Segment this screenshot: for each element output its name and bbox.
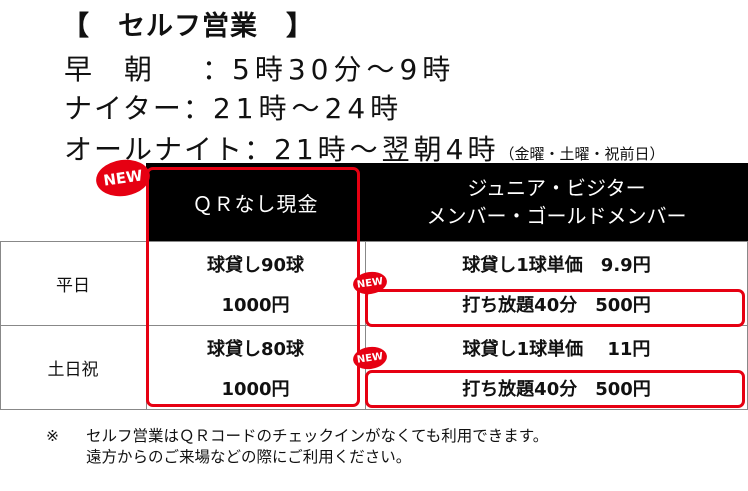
- qr-cash-plan-weekday: 球貸し90球: [206, 255, 305, 276]
- hours-note: （金曜・土曜・祝前日）: [499, 145, 665, 163]
- footnote: ※ セルフ営業はＱＲコードのチェックインがなくても利用できます。 遠方からのご来場…: [46, 426, 548, 468]
- hours-nighter: ナイター：21時～24時: [64, 87, 403, 127]
- table-border-bottom: [0, 409, 748, 410]
- hours-time: 5時30分～9時: [232, 53, 456, 86]
- column-header-members-line1: ジュニア・ビジター: [467, 176, 646, 200]
- hours-time: 21時～24時: [212, 92, 404, 125]
- hours-colon: ：: [182, 92, 213, 125]
- hours-label: オールナイト: [64, 133, 245, 166]
- hours-all-night: オールナイト：21時～翌朝4時（金曜・土曜・祝前日）: [64, 128, 665, 168]
- member-unlimited-weekday: 打ち放題40分 500円: [462, 295, 651, 316]
- member-unit-price-weekend: 球貸し1球単価 11円: [462, 339, 651, 360]
- qr-cash-price-weekday: 1000円: [221, 295, 290, 316]
- table-border-col2: [365, 241, 366, 410]
- hours-label: ナイター: [64, 92, 183, 125]
- hours-colon: ：: [202, 53, 233, 86]
- page-heading: 【 セルフ営業 】: [62, 11, 314, 42]
- footnote-line2: 遠方からのご来場などの際にご利用ください。: [46, 447, 548, 468]
- column-header-members-line2: メンバー・ゴールドメンバー: [426, 204, 687, 228]
- price-table: ＱＲなし現金 ジュニア・ビジター メンバー・ゴールドメンバー 平日 球貸し90球…: [0, 163, 748, 410]
- footnote-mark: ※: [46, 427, 59, 445]
- hours-early-morning: 早 朝 ：5時30分～9時: [64, 48, 455, 88]
- column-header-qr-cash: ＱＲなし現金: [146, 163, 365, 241]
- footnote-line1: ※ セルフ営業はＱＲコードのチェックインがなくても利用できます。: [46, 426, 548, 447]
- member-unit-price-weekday: 球貸し1球単価 9.9円: [462, 255, 651, 276]
- unlimited-weekend-highlight-frame: [365, 370, 745, 408]
- hours-colon: ：: [244, 133, 275, 166]
- footnote-text2: 遠方からのご来場などの際にご利用ください。: [86, 448, 412, 466]
- row-label-weekend: 土日祝: [47, 360, 99, 380]
- hours-label: 早 朝: [64, 53, 155, 86]
- unlimited-weekday-highlight-frame: [365, 289, 745, 327]
- table-border-top: [0, 241, 748, 242]
- qr-cash-price-weekend: 1000円: [221, 379, 290, 400]
- qr-cash-plan-weekend: 球貸し80球: [206, 339, 305, 360]
- table-border-left: [0, 241, 1, 410]
- row-label-weekday: 平日: [56, 276, 90, 296]
- column-header-members: ジュニア・ビジター メンバー・ゴールドメンバー: [365, 163, 748, 241]
- member-unlimited-weekend: 打ち放題40分 500円: [462, 379, 651, 400]
- qr-cash-highlight-frame: [146, 167, 360, 407]
- footnote-text1: セルフ営業はＱＲコードのチェックインがなくても利用できます。: [86, 427, 549, 445]
- hours-time: 21時～翌朝4時: [274, 133, 500, 166]
